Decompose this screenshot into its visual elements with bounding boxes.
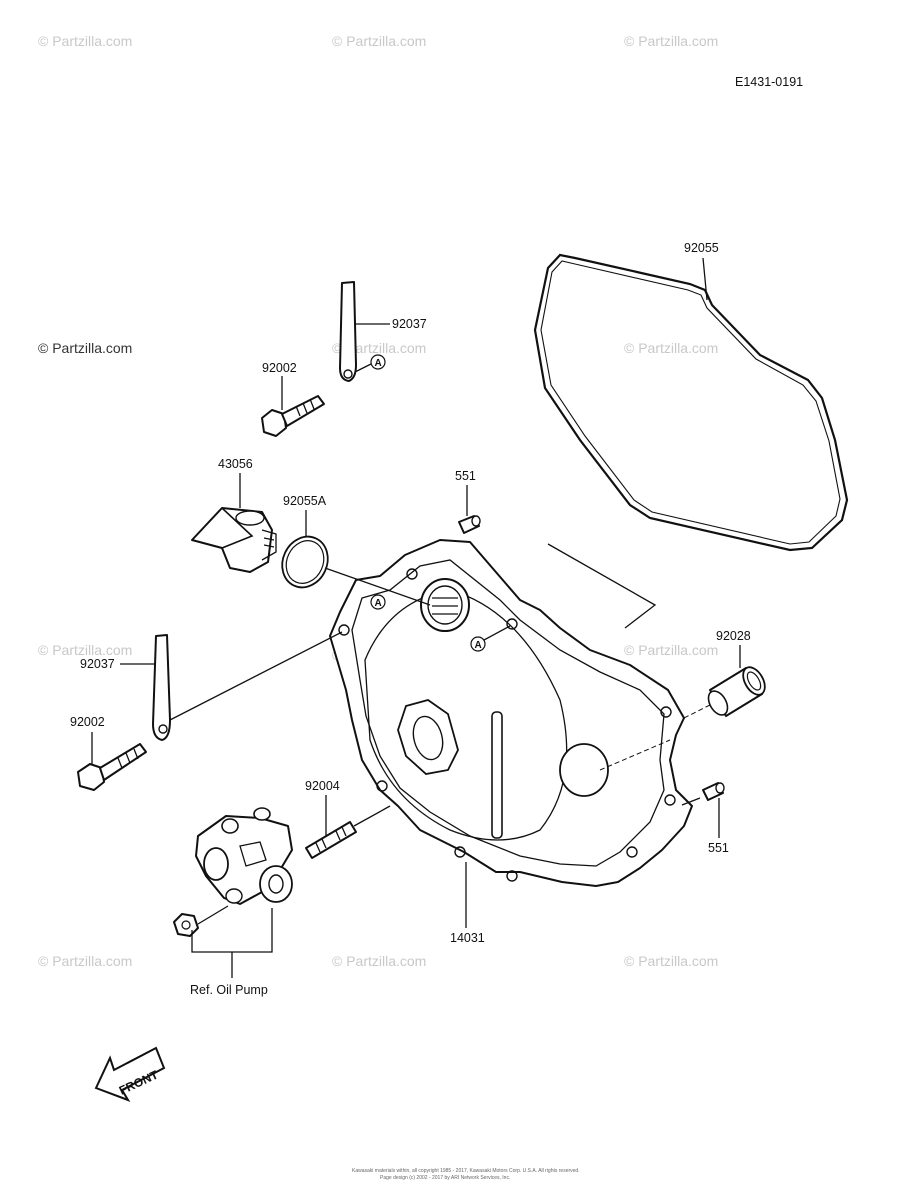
svg-text:A: A bbox=[375, 598, 382, 609]
dowel-551-right[interactable] bbox=[702, 782, 725, 801]
stud-92004[interactable] bbox=[305, 821, 357, 859]
assembly-line bbox=[169, 631, 343, 721]
watermark-text: © Partzilla.com bbox=[624, 642, 718, 658]
part-label-92002-top[interactable]: 92002 bbox=[262, 361, 297, 375]
part-label-92037-top[interactable]: 92037 bbox=[392, 317, 427, 331]
part-label-92004[interactable]: 92004 bbox=[305, 779, 340, 793]
nut-icon[interactable] bbox=[173, 913, 199, 937]
assembly-line bbox=[681, 797, 701, 806]
o-ring-92055a[interactable] bbox=[274, 529, 336, 595]
callout-a-icon: A bbox=[370, 594, 386, 610]
leader-line bbox=[354, 363, 372, 373]
watermark-text: © Partzilla.com bbox=[38, 642, 132, 658]
bolt-92002-left[interactable] bbox=[77, 743, 147, 791]
watermark-text: © Partzilla.com bbox=[624, 33, 718, 49]
leader-line bbox=[483, 625, 511, 641]
assembly-line bbox=[324, 567, 431, 606]
assembly-line bbox=[353, 805, 391, 827]
cap-43056[interactable] bbox=[191, 507, 277, 573]
assembly-line bbox=[683, 704, 711, 719]
watermark-text: © Partzilla.com bbox=[38, 340, 132, 356]
reference-line bbox=[547, 543, 657, 629]
clamp-92037-left[interactable] bbox=[152, 634, 171, 741]
leader-line bbox=[702, 257, 708, 301]
bracket-line bbox=[191, 908, 273, 953]
watermark-text: © Partzilla.com bbox=[332, 33, 426, 49]
part-label-92028[interactable]: 92028 bbox=[716, 629, 751, 643]
svg-text:A: A bbox=[475, 640, 482, 651]
watermark-text: © Partzilla.com bbox=[624, 953, 718, 969]
part-label-43056[interactable]: 43056 bbox=[218, 457, 253, 471]
part-label-92055[interactable]: 92055 bbox=[684, 241, 719, 255]
callout-a-icon: A bbox=[370, 354, 386, 370]
svg-text:A: A bbox=[375, 358, 382, 369]
diagram-code: E1431-0191 bbox=[735, 75, 803, 89]
bolt-92002-top[interactable] bbox=[261, 395, 325, 437]
part-label-92055a[interactable]: 92055A bbox=[283, 494, 327, 508]
front-arrow-icon: FRONT bbox=[94, 1046, 166, 1102]
ref-oil-pump-label[interactable]: Ref. Oil Pump bbox=[190, 983, 268, 997]
assembly-line bbox=[599, 739, 671, 771]
callout-a-icon: A bbox=[470, 636, 486, 652]
watermark-text: © Partzilla.com bbox=[38, 33, 132, 49]
cover-14031[interactable] bbox=[329, 539, 693, 887]
clamp-92037-top[interactable] bbox=[339, 281, 357, 382]
watermark-text: © Partzilla.com bbox=[38, 953, 132, 969]
part-label-551-right[interactable]: 551 bbox=[708, 841, 729, 855]
oil-pump-reference[interactable] bbox=[195, 807, 293, 905]
part-label-14031[interactable]: 14031 bbox=[450, 931, 485, 945]
part-label-92037-left[interactable]: 92037 bbox=[80, 657, 115, 671]
copyright-notice: Kawasaki materials within, all copyright… bbox=[352, 1168, 580, 1174]
dowel-551-top[interactable] bbox=[458, 515, 481, 534]
copyright-notice: Page design (c) 2002 - 2017 by ARI Netwo… bbox=[380, 1175, 510, 1181]
gasket-92055[interactable] bbox=[533, 253, 849, 552]
assembly-line bbox=[197, 905, 229, 925]
watermark-text: © Partzilla.com bbox=[332, 953, 426, 969]
bushing-92028[interactable] bbox=[705, 664, 770, 719]
part-label-551-top[interactable]: 551 bbox=[455, 469, 476, 483]
watermark-text: © Partzilla.com bbox=[624, 340, 718, 356]
part-label-92002-left[interactable]: 92002 bbox=[70, 715, 105, 729]
